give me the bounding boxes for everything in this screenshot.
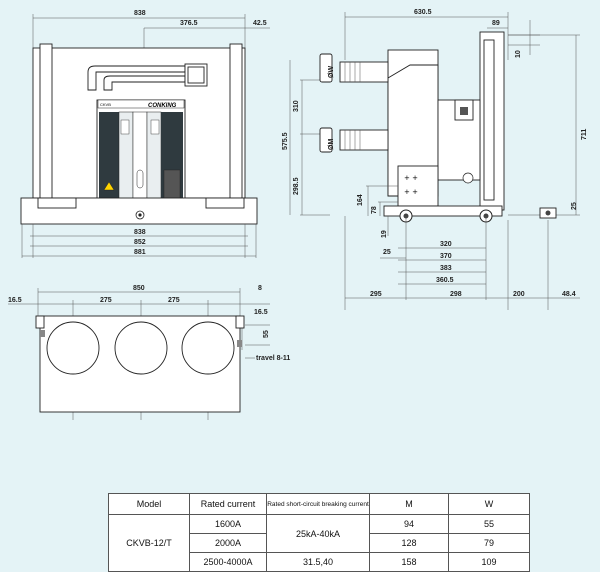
dim-360-5: 360.5 — [436, 277, 454, 284]
m-cell: 94 — [369, 514, 449, 534]
spec-table: Model Rated current Rated short-circuit … — [108, 493, 530, 572]
breaking-cell-merged: 25kA-40kA — [266, 514, 370, 553]
dim-16-5-right: 16.5 — [254, 309, 268, 316]
dim-89: 89 — [492, 20, 500, 27]
dim-295: 295 — [370, 291, 382, 298]
dim-200: 200 — [513, 291, 525, 298]
model-plate: CKVB — [100, 102, 111, 107]
dim-25-left: 25 — [383, 249, 391, 256]
dim-16-5-left: 16.5 — [8, 297, 22, 304]
dim-838-bottom: 838 — [134, 229, 146, 236]
dim-19: 19 — [381, 230, 388, 238]
header-w: W — [448, 493, 530, 515]
model-cell: CKVB-12/T — [108, 514, 190, 572]
dim-42-5: 42.5 — [253, 20, 267, 27]
header-m: M — [369, 493, 449, 515]
dim-275-a: 275 — [100, 297, 112, 304]
dim-25-right: 25 — [571, 202, 578, 210]
dim-575-5: 575.5 — [282, 132, 289, 150]
dim-376-5: 376.5 — [180, 20, 198, 27]
w-cell: 109 — [448, 552, 530, 572]
dim-275-b: 275 — [168, 297, 180, 304]
dim-630-5: 630.5 — [414, 9, 432, 16]
dim-298: 298 — [450, 291, 462, 298]
dim-78: 78 — [371, 206, 378, 214]
table-row: 2500-4000A 31.5,40 158 109 — [109, 552, 530, 572]
phi-w-label: ØW — [328, 66, 335, 78]
m-cell: 128 — [369, 533, 449, 553]
table-header-row: Model Rated current Rated short-circuit … — [108, 493, 530, 515]
current-cell: 1600A — [189, 514, 267, 534]
dim-850: 850 — [133, 285, 145, 292]
dim-881: 881 — [134, 249, 146, 256]
breaking-cell: 31.5,40 — [266, 552, 370, 572]
dim-370: 370 — [440, 253, 452, 260]
dim-8: 8 — [258, 285, 262, 292]
m-cell: 158 — [369, 552, 449, 572]
phi-m-label: ØM — [328, 139, 335, 150]
dim-711: 711 — [581, 129, 588, 140]
header-model: Model — [108, 493, 190, 515]
current-cell: 2500-4000A — [189, 552, 267, 572]
dim-48-4: 48.4 — [562, 291, 576, 298]
dim-320: 320 — [440, 241, 452, 248]
w-cell: 79 — [448, 533, 530, 553]
dim-298-5: 298.5 — [293, 177, 300, 195]
svg-text:+ +: + + — [404, 174, 418, 182]
side-view: 630.5 89 10 711 310 575.5 298.5 ØW ØM + … — [282, 9, 588, 310]
dim-852: 852 — [134, 239, 146, 246]
front-view: 838 376.5 42.5 CKVB CONKING — [20, 10, 270, 258]
table-row: CKVB-12/T 1600A 25kA-40kA 94 55 — [108, 514, 530, 572]
dim-383: 383 — [440, 265, 452, 272]
dim-164: 164 — [357, 194, 364, 206]
header-rated-current: Rated current — [189, 493, 267, 515]
travel-label: travel 8-11 — [256, 355, 290, 362]
dim-310: 310 — [293, 100, 300, 112]
plan-view: 850 275 275 16.5 16.5 8 55 travel 8-11 — [8, 285, 290, 420]
w-cell: 55 — [448, 514, 530, 534]
svg-text:+ +: + + — [404, 188, 418, 196]
dim-55: 55 — [263, 330, 270, 338]
current-cell: 2000A — [189, 533, 267, 553]
dim-838-top: 838 — [134, 10, 146, 17]
header-breaking-current: Rated short-circuit breaking current — [266, 493, 370, 515]
brand-logo: CONKING — [148, 103, 177, 109]
dim-10: 10 — [515, 50, 522, 58]
